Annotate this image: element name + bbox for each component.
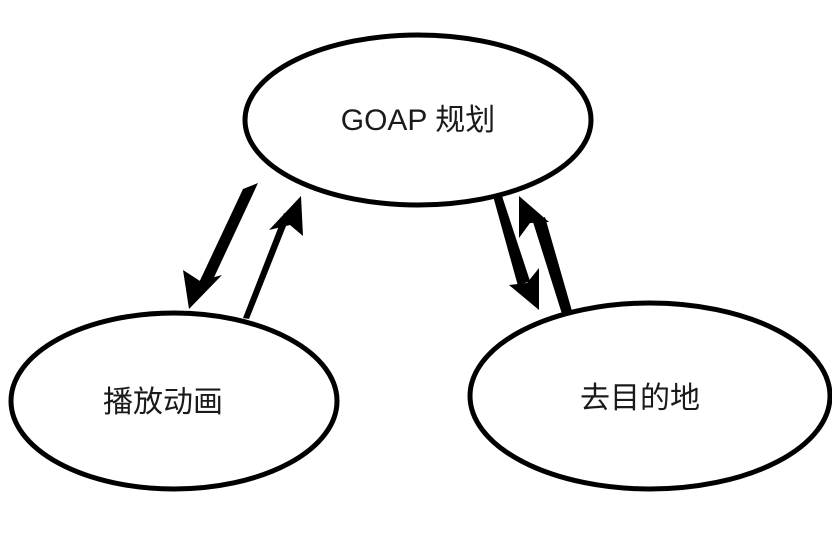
node-go-destination[interactable]: 去目的地 [467,300,832,492]
arrowhead-icon [509,268,539,310]
node-go-destination-shape [467,300,832,492]
node-play-animation[interactable]: 播放动画 [8,310,340,492]
node-goap-shape [242,32,594,208]
node-go-destination-label: 去目的地 [580,382,700,415]
node-play-animation-label: 播放动画 [103,386,223,419]
arrowhead-icon [519,196,549,238]
node-goap[interactable]: GOAP 规划 [242,32,594,208]
edge-goap-to-go-destination[interactable] [493,193,539,310]
arrowhead-icon [183,270,222,309]
arrowhead-icon [269,196,303,236]
node-goap-label: GOAP 规划 [341,104,495,137]
edge-play-animation-to-goap[interactable] [243,196,303,319]
edge-go-destination-to-goap[interactable] [519,196,572,314]
node-play-animation-shape [8,310,340,492]
edge-shaft [493,193,530,286]
edge-goap-to-play-animation[interactable] [183,183,258,309]
edge-shaft [243,213,290,319]
edge-shaft [533,217,572,314]
edge-shaft [196,183,258,289]
